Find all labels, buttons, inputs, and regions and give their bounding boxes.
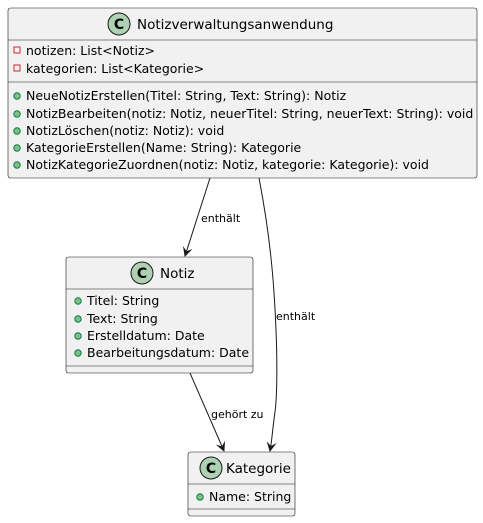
- public-method-icon: [13, 110, 21, 118]
- method-line: NotizKategorieZuordnen(notiz: Notiz, kat…: [26, 157, 429, 172]
- relation-app-notiz-line: [182, 177, 211, 257]
- public-attribute-icon: [74, 297, 82, 305]
- public-method-icon: [13, 161, 21, 169]
- class-badge-icon: [107, 12, 131, 36]
- class-title: Kategorie: [226, 461, 291, 477]
- attribute-line: Name: String: [209, 489, 291, 504]
- public-attribute-icon: [196, 493, 204, 501]
- relation-app-notiz-label: enthält: [201, 212, 241, 225]
- public-method-icon: [13, 92, 21, 100]
- attribute-line: Erstelldatum: Date: [87, 328, 205, 343]
- public-attribute-icon: [74, 349, 82, 357]
- relation-app-kategorie-line: [258, 177, 278, 452]
- class-badge-letter: C: [114, 17, 124, 33]
- class-badge-icon: [130, 261, 154, 285]
- class-notizverwaltungsanwendung[interactable]: C Notizverwaltungsanwendung notizen: Lis…: [7, 7, 478, 179]
- public-attribute-icon: [74, 315, 82, 323]
- relation-app-kategorie-label: enthält: [276, 310, 316, 323]
- attribute-line: notizen: List<Notiz>: [26, 43, 155, 58]
- method-line: NeueNotizErstellen(Titel: String, Text: …: [26, 88, 347, 103]
- class-title: Notizverwaltungsanwendung: [137, 17, 333, 33]
- class-badge-letter: C: [137, 266, 147, 282]
- attribute-line: Text: String: [86, 311, 158, 326]
- public-method-icon: [13, 127, 21, 135]
- class-title: Notiz: [160, 266, 195, 282]
- method-line: NotizLöschen(notiz: Notiz): void: [26, 123, 224, 138]
- class-badge-icon: [199, 456, 223, 480]
- method-line: KategorieErstellen(Name: String): Katego…: [26, 140, 302, 155]
- attribute-line: Titel: String: [86, 293, 159, 308]
- class-notiz[interactable]: C Notiz Titel: String Text: String Erste…: [65, 256, 254, 374]
- public-attribute-icon: [74, 332, 82, 340]
- private-attribute-icon: [13, 46, 21, 54]
- relation-notiz-kategorie-label: gehört zu: [211, 408, 264, 421]
- class-kategorie[interactable]: C Kategorie Name: String: [187, 451, 296, 517]
- method-line: NotizBearbeiten(notiz: Notiz, neuerTitel…: [26, 106, 473, 121]
- class-badge-letter: C: [206, 461, 216, 477]
- public-method-icon: [13, 144, 21, 152]
- attribute-line: kategorien: List<Kategorie>: [26, 61, 204, 76]
- relation-notiz-kategorie-line: [189, 372, 225, 452]
- private-attribute-icon: [13, 64, 21, 72]
- attribute-line: Bearbeitungsdatum: Date: [87, 345, 249, 360]
